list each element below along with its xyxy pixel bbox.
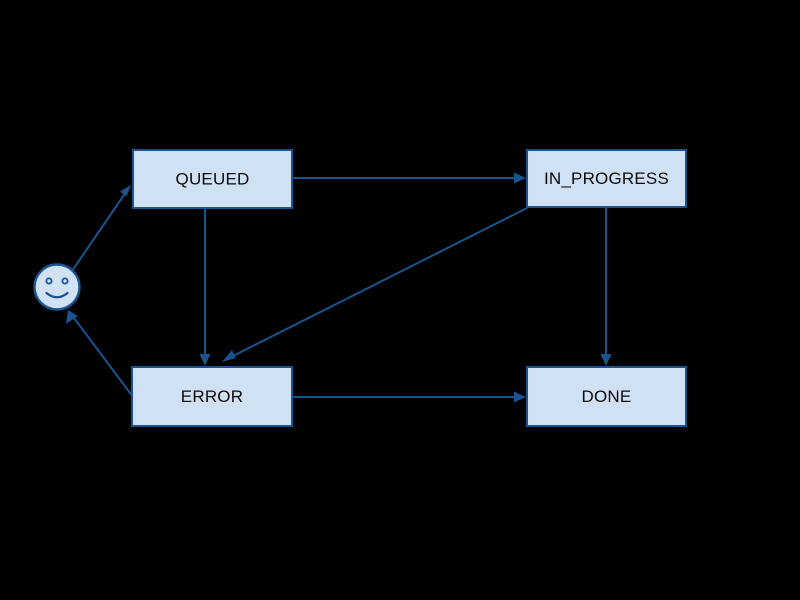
- node-queued-label: QUEUED: [176, 169, 250, 188]
- edge-error-to-start-arrowhead: [66, 310, 78, 324]
- smiley-right-eye-icon: [61, 277, 69, 285]
- edge-start-to-queued[interactable]: [71, 185, 131, 272]
- smiley-left-eye-icon: [45, 277, 53, 285]
- node-queued-box: [132, 149, 293, 209]
- edge-in-progress-to-done-arrowhead: [600, 354, 612, 366]
- node-in-progress-label: IN_PROGRESS: [544, 169, 669, 188]
- edge-error-to-start[interactable]: [66, 310, 134, 398]
- node-error[interactable]: ERROR: [131, 366, 293, 427]
- edge-in-progress-to-error-arrowhead: [222, 350, 236, 362]
- edge-queued-to-in-progress[interactable]: [292, 172, 526, 184]
- edge-queued-to-in-progress-arrowhead: [514, 172, 526, 184]
- start-state[interactable]: [33, 263, 81, 311]
- smiley-face-icon: [33, 263, 81, 311]
- edge-in-progress-to-done[interactable]: [600, 207, 612, 366]
- node-error-box: [131, 366, 293, 427]
- node-queued[interactable]: QUEUED: [132, 149, 293, 209]
- edge-error-to-done-arrowhead: [514, 391, 526, 403]
- node-done-label: DONE: [582, 387, 632, 406]
- node-error-label: ERROR: [181, 387, 243, 406]
- node-done[interactable]: DONE: [526, 366, 687, 427]
- node-done-box: [526, 366, 687, 427]
- edge-queued-to-error-arrowhead: [199, 354, 211, 366]
- edge-start-to-queued-arrowhead: [120, 185, 131, 197]
- edge-in-progress-to-error[interactable]: [222, 207, 528, 362]
- edge-start-to-queued-line: [71, 191, 127, 272]
- smiley-mouth-icon: [45, 291, 69, 299]
- edge-error-to-start-line: [73, 317, 134, 398]
- node-in-progress[interactable]: IN_PROGRESS: [526, 149, 687, 208]
- edge-in-progress-to-error-line: [230, 207, 528, 358]
- node-in-progress-box: [526, 149, 687, 208]
- edge-queued-to-error[interactable]: [199, 208, 211, 366]
- edge-error-to-done[interactable]: [292, 391, 526, 403]
